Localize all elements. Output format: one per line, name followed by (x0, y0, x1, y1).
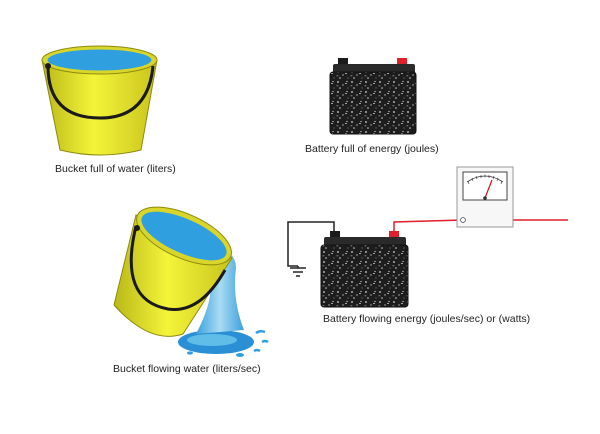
battery-full-icon (329, 58, 417, 135)
bucket-flowing-icon (113, 206, 269, 357)
battery-flowing-icon (320, 231, 409, 308)
caption-battery-full: Battery full of energy (joules) (305, 143, 439, 155)
caption-battery-flowing: Battery flowing energy (joules/sec) or (… (323, 313, 531, 325)
caption-bucket-flowing: Bucket flowing water (liters/sec) (113, 363, 261, 375)
ground-icon (290, 266, 306, 277)
ground-wire (287, 221, 335, 267)
meter-icon (456, 166, 514, 228)
caption-bucket-full: Bucket full of water (liters) (55, 163, 176, 175)
bucket-full-icon (41, 45, 158, 156)
